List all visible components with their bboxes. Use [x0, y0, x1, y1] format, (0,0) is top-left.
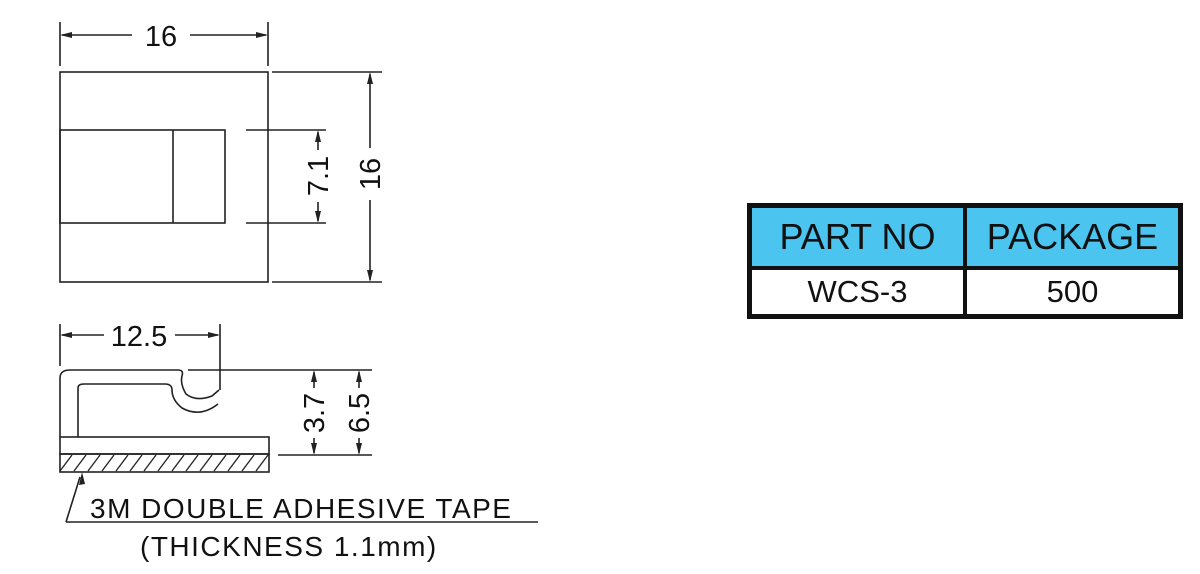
hatch-line [87, 454, 101, 472]
hatch-line [143, 454, 157, 472]
dim-total-height-label: 6.5 [344, 393, 376, 433]
tape-hatching [59, 454, 269, 472]
top-view [59, 71, 269, 283]
thickness-note: (THICKNESS 1.1mm) [140, 531, 438, 562]
header-part-no: PART NO [747, 203, 967, 270]
hatch-line [101, 454, 115, 472]
hatch-line [227, 454, 241, 472]
dim-top-width [59, 22, 269, 66]
dim-top-width-label: 16 [145, 21, 177, 53]
dim-hook-height-label: 3.7 [299, 393, 331, 433]
hatch-line [199, 454, 213, 472]
dim-side-length [59, 324, 221, 390]
dim-top-height [272, 71, 382, 283]
tape-note: 3M DOUBLE ADHESIVE TAPE [90, 493, 512, 524]
adhesive-tape [59, 453, 270, 473]
hatch-line [213, 454, 227, 472]
hatch-line [59, 454, 73, 472]
dim-slot-height-label: 7.1 [303, 156, 335, 196]
dim-top-height-label: 16 [355, 158, 387, 190]
table-row: WCS-3 500 [747, 266, 1183, 319]
header-package: PACKAGE [963, 203, 1183, 270]
hatch-line [185, 454, 199, 472]
side-view-base [59, 436, 270, 455]
hatch-line [73, 454, 87, 472]
hatch-line [255, 454, 269, 472]
hatch-line [241, 454, 255, 472]
tape-leader [65, 472, 538, 523]
side-view [59, 369, 270, 473]
dim-side-length-label: 12.5 [111, 321, 167, 353]
table-header-row: PART NO PACKAGE [747, 203, 1183, 270]
cell-package: 500 [963, 266, 1183, 319]
hatch-line [157, 454, 171, 472]
part-spec-table: PART NO PACKAGE WCS-3 500 [747, 203, 1183, 319]
hatch-line [171, 454, 185, 472]
cell-part-no: WCS-3 [747, 266, 967, 319]
dim-total-height [356, 370, 362, 455]
hatch-line [115, 454, 129, 472]
top-view-outline [59, 71, 269, 283]
hatch-line [129, 454, 143, 472]
top-view-slot [59, 129, 226, 224]
dim-slot-height [246, 129, 326, 224]
dim-hook-height [188, 369, 372, 456]
side-view-clip [59, 369, 220, 437]
